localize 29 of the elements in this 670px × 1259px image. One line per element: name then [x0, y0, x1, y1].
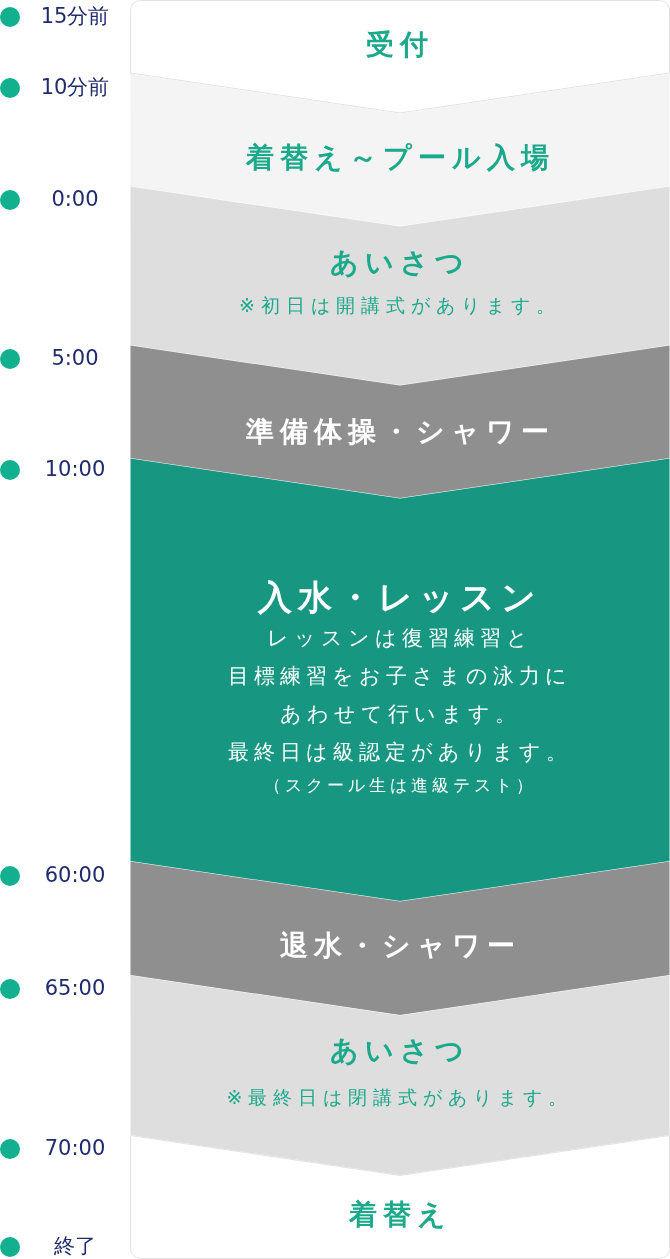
chevron-band — [130, 975, 670, 1175]
time-label: 10:00 — [44, 457, 106, 483]
chevron-band — [130, 73, 670, 226]
step-title: 受付 — [366, 28, 434, 62]
time-label: 0:00 — [51, 187, 99, 213]
time-label: 60:00 — [44, 863, 106, 889]
step-note: （スクール生は進級テスト） — [263, 774, 537, 796]
time-label: 5:00 — [51, 346, 99, 372]
time-label: 終了 — [54, 1234, 96, 1259]
step-title: 準備体操・シャワー — [245, 415, 555, 449]
chevron-band — [130, 345, 670, 498]
chevron-band — [130, 186, 670, 385]
step-title: 退水・シャワー — [279, 929, 521, 963]
step-note: ※初日は開講式があります。 — [239, 293, 561, 317]
chevron-band — [130, 0, 670, 113]
step-title: 入水・レッスン — [258, 576, 542, 618]
step-note: ※最終日は閉講式があります。 — [226, 1085, 574, 1109]
time-label: 10分前 — [40, 75, 110, 101]
chevron-band — [130, 1135, 670, 1259]
step-title: 着替え — [348, 1198, 452, 1232]
step-title: あいさつ — [330, 246, 470, 280]
step-title: あいさつ — [330, 1034, 470, 1068]
chevron-band — [130, 458, 670, 901]
step-title: 着替え～プール入場 — [245, 141, 555, 175]
time-label: 65:00 — [44, 976, 106, 1002]
time-label: 70:00 — [44, 1136, 106, 1162]
chevron-band — [130, 861, 670, 1015]
step-description: レッスンは復習練習と目標練習をお子さまの泳力にあわせて行います。最終日は級認定があります。 — [228, 625, 572, 766]
time-label: 15分前 — [40, 4, 110, 30]
